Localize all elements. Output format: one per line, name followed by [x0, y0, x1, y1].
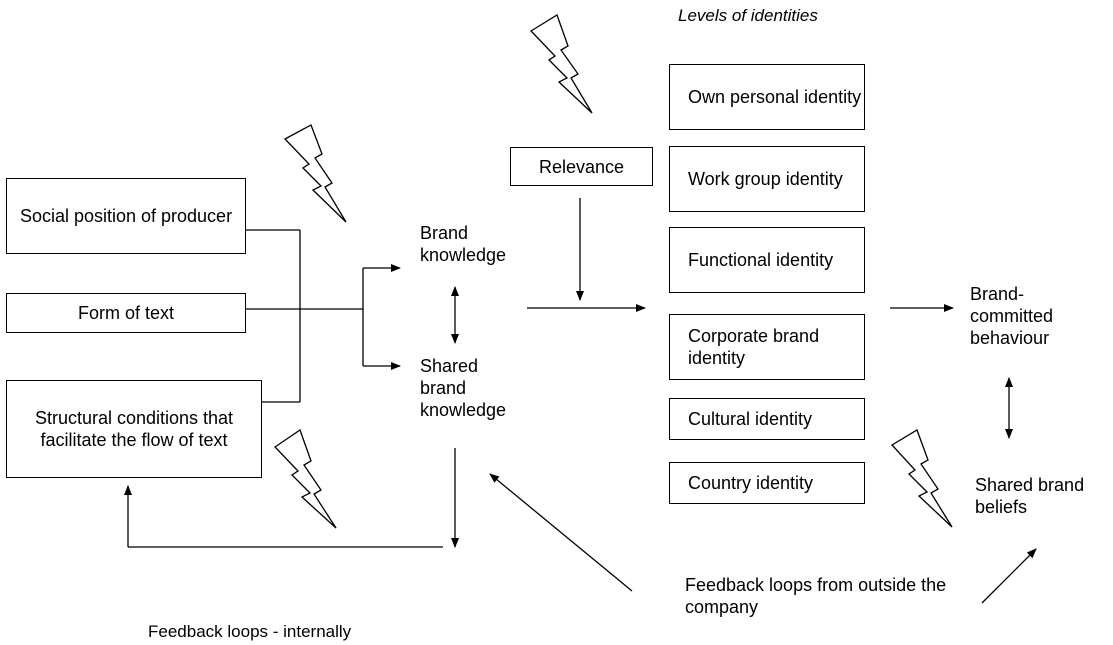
feedback-internal-label: Feedback loops - internally — [148, 622, 352, 641]
identity-box-own-personal: Own personal identity — [669, 64, 865, 130]
identity-label: Country identity — [688, 473, 814, 493]
identity-label: Own personal identity — [688, 87, 862, 107]
identity-label: Corporate brand identity — [688, 326, 820, 368]
brand-knowledge-label: Brand knowledge — [420, 223, 507, 265]
feedback-external-arrow-right — [981, 548, 1037, 604]
lightning-icon — [273, 428, 337, 529]
identity-box-functional: Functional identity — [669, 227, 865, 293]
identity-box-work-group: Work group identity — [669, 146, 865, 212]
identity-box-country: Country identity — [669, 462, 865, 504]
relevance-label: Relevance — [538, 156, 625, 177]
identity-label: Cultural identity — [688, 409, 813, 429]
structural-conditions-box: Structural conditions that facilitate th… — [6, 380, 262, 478]
structural-conditions-label: Structural conditions that facilitate th… — [34, 408, 234, 450]
shared-brand-beliefs-label: Shared brand beliefs — [975, 475, 1085, 517]
social-position-box: Social position of producer — [6, 178, 246, 254]
identity-label: Functional identity — [688, 250, 834, 270]
identity-box-corporate-brand: Corporate brand identity — [669, 314, 865, 380]
shared-brand-knowledge-label: Shared brand knowledge — [420, 356, 507, 420]
form-of-text-box: Form of text — [6, 293, 246, 333]
brand-committed-behaviour-label: Brand-committed behaviour — [970, 284, 1054, 348]
form-of-text-label: Form of text — [77, 303, 175, 323]
lightning-icon — [283, 124, 347, 223]
identity-box-cultural: Cultural identity — [669, 398, 865, 440]
identities-header: Levels of identities — [678, 6, 818, 25]
identity-label: Work group identity — [688, 169, 843, 189]
social-position-label: Social position of producer — [19, 206, 233, 226]
lightning-icon — [890, 429, 953, 528]
lightning-icon — [529, 14, 593, 114]
relevance-box: Relevance — [510, 147, 653, 186]
feedback-external-label: Feedback loops from outside the company — [685, 575, 947, 617]
feedback-external-arrow-left — [489, 473, 633, 592]
